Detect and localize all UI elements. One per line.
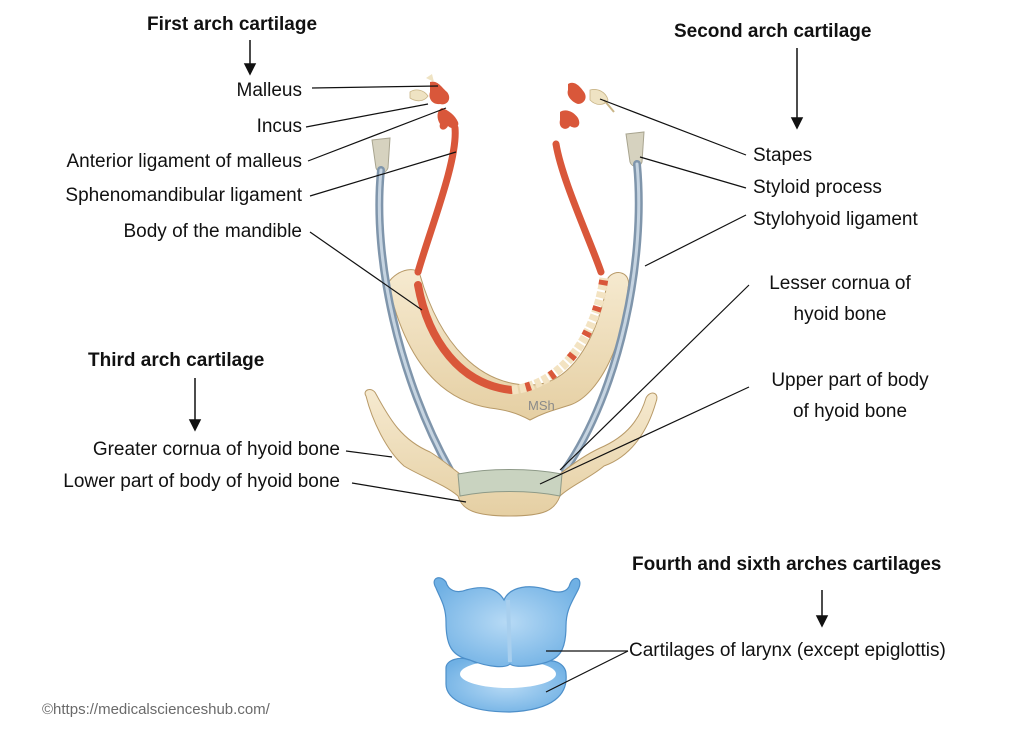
label-stylohyoid-ligament: Stylohyoid ligament xyxy=(753,209,918,230)
label-lesser-cornua-line1: Lesser cornua of xyxy=(769,273,911,294)
sphenomandibular-ligament-rod-left xyxy=(414,124,459,276)
heading-first-arch: First arch cartilage xyxy=(147,14,318,35)
label-malleus: Malleus xyxy=(236,80,302,101)
label-body-of-mandible: Body of the mandible xyxy=(123,221,302,242)
malleus-incus-left xyxy=(409,74,459,130)
label-stapes: Stapes xyxy=(753,145,813,166)
label-anterior-ligament-of-malleus: Anterior ligament of malleus xyxy=(66,151,303,172)
label-incus: Incus xyxy=(256,116,302,137)
malleus-incus-stapes-right xyxy=(559,82,615,129)
label-upper-part-of-body-line1: Upper part of body xyxy=(771,370,929,391)
heading-fourth-sixth-arch: Fourth and sixth arches cartilages xyxy=(632,554,942,575)
label-greater-cornua: Greater cornua of hyoid bone xyxy=(92,439,340,460)
label-upper-part-of-body: Upper part of body of hyoid bone xyxy=(752,370,948,423)
artist-signature: MSh xyxy=(528,398,555,413)
heading-third-arch: Third arch cartilage xyxy=(88,350,265,371)
heading-second-arch: Second arch cartilage xyxy=(674,21,872,42)
credit-url: ©https://medicalscienceshub.com/ xyxy=(42,701,270,718)
larynx-cartilages xyxy=(433,577,581,713)
leader-malleus xyxy=(311,85,439,89)
meckel-cartilage-mandible xyxy=(414,281,516,394)
label-cartilages-of-larynx: Cartilages of larynx (except epiglottis) xyxy=(629,640,946,661)
label-lower-part-of-body: Lower part of body of hyoid bone xyxy=(63,471,340,492)
label-lesser-cornua-line2: hyoid bone xyxy=(793,304,887,325)
sphenomandibular-ligament-rod-right xyxy=(552,140,605,276)
label-upper-part-of-body-line2: of hyoid bone xyxy=(792,401,908,422)
label-lesser-cornua: Lesser cornua of hyoid bone xyxy=(752,273,928,326)
heading-arrows xyxy=(188,40,829,628)
mandible-body xyxy=(387,269,630,421)
label-styloid-process: Styloid process xyxy=(753,177,882,198)
label-sphenomandibular-ligament: Sphenomandibular ligament xyxy=(65,185,302,206)
hyoid-body-upper-part xyxy=(457,469,563,497)
leader-lines xyxy=(305,85,750,693)
